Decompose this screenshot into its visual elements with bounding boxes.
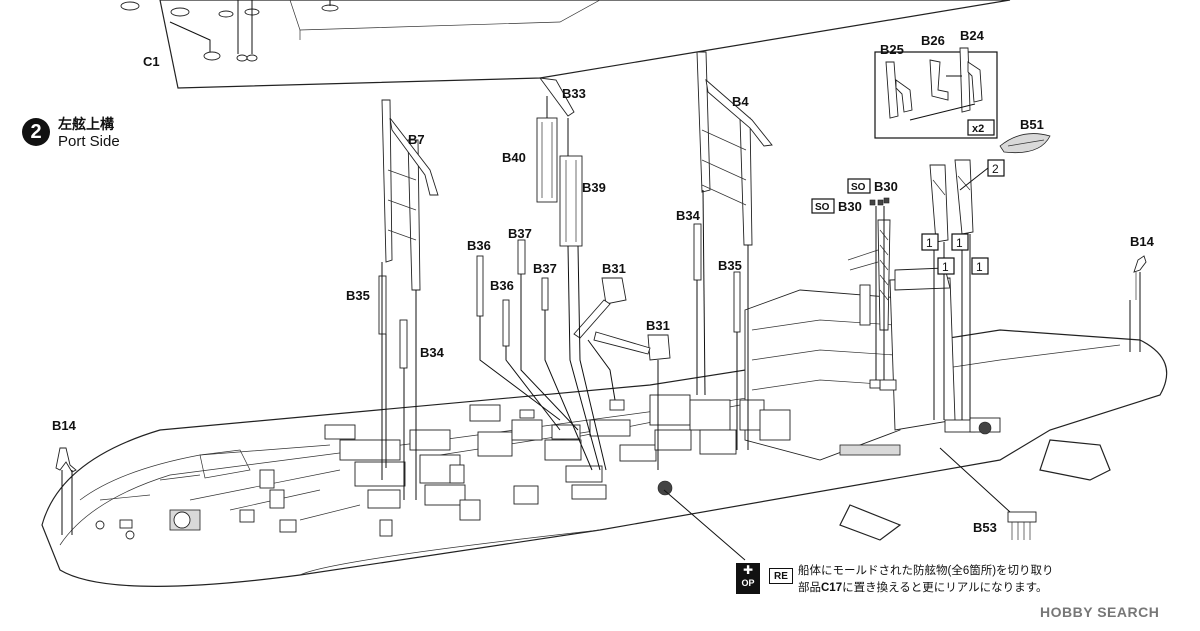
label-b40: B40 xyxy=(502,150,526,165)
aft-superstructure xyxy=(609,267,1001,496)
mast-b7 xyxy=(381,99,439,291)
label-b24: B24 xyxy=(960,28,985,43)
label-b39: B39 xyxy=(582,180,606,195)
forward-superstructure xyxy=(324,404,657,537)
label-b7: B7 xyxy=(408,132,425,147)
note-part-c17: C17 xyxy=(821,582,843,594)
davits xyxy=(929,159,974,243)
label-b34-left: B34 xyxy=(420,345,445,360)
reference-boxes xyxy=(811,159,1005,275)
label-b30-top: B30 xyxy=(874,179,898,194)
label-b35-left: B35 xyxy=(346,288,370,303)
note-line-1: 船体にモールドされた防舷物(全6箇所)を切り取り xyxy=(798,565,1054,577)
parts-b31 xyxy=(573,277,671,361)
label-b37-lower: B37 xyxy=(533,261,557,276)
label-b35-right: B35 xyxy=(718,258,742,273)
label-b30-lower: B30 xyxy=(838,199,862,214)
watermark: HOBBY SEARCH xyxy=(1040,604,1160,620)
label-b33: B33 xyxy=(562,86,586,101)
inset-b24-b26 xyxy=(874,47,998,139)
label-b36-top: B36 xyxy=(467,238,491,253)
mast-b4 xyxy=(696,51,773,246)
plus-icon: ✚ xyxy=(742,563,754,577)
label-b37-top: B37 xyxy=(508,226,532,241)
note-line-2-suffix: に置き換えると更にリアルになります。 xyxy=(842,582,1048,594)
label-b34-right: B34 xyxy=(676,208,701,223)
parts-b53 xyxy=(1007,511,1037,540)
ref-1-a: 1 xyxy=(926,236,933,250)
op-label: OP xyxy=(741,578,755,588)
ref-1-d: 1 xyxy=(976,260,983,274)
label-b36-lower: B36 xyxy=(490,278,514,293)
step-title: 左舷上構 Port Side xyxy=(58,116,120,150)
main-hull xyxy=(41,329,1168,587)
label-so-top: SO xyxy=(851,182,866,193)
label-b14-right: B14 xyxy=(1130,234,1155,249)
part-b51-boat xyxy=(999,133,1051,154)
label-b26: B26 xyxy=(921,33,945,48)
label-x2: x2 xyxy=(972,123,984,135)
label-b31-top: B31 xyxy=(602,261,626,276)
step-number-badge: 2 xyxy=(22,118,50,146)
label-b51: B51 xyxy=(1020,117,1044,132)
op-badge: ✚ OP xyxy=(736,563,760,594)
label-b31-lower: B31 xyxy=(646,318,670,333)
label-c1: C1 xyxy=(143,54,160,69)
label-b53: B53 xyxy=(973,520,997,535)
optional-note: ✚ OP RE 船体にモールドされた防舷物(全6箇所)を切り取り 部品C17に置… xyxy=(736,563,1156,597)
upper-hull-fragment xyxy=(120,0,1011,89)
label-b4: B4 xyxy=(732,94,749,109)
parts-b30 xyxy=(869,197,890,206)
ref-2: 2 xyxy=(992,162,999,176)
ref-1-c: 1 xyxy=(942,260,949,274)
bow-fittings xyxy=(95,469,297,540)
step-title-jp: 左舷上構 xyxy=(58,116,114,132)
note-line-2: 部品C17に置き換えると更にリアルになります。 xyxy=(798,580,1048,596)
mast-b33-b40-b39 xyxy=(536,77,583,247)
step-title-en: Port Side xyxy=(58,133,120,150)
label-so-lower: SO xyxy=(815,202,830,213)
label-b14-left: B14 xyxy=(52,418,77,433)
note-line-2-prefix: 部品 xyxy=(798,582,821,594)
label-b25: B25 xyxy=(880,42,904,57)
assembly-lines xyxy=(61,96,1141,561)
ref-1-b: 1 xyxy=(956,236,963,250)
re-badge: RE xyxy=(769,568,793,584)
